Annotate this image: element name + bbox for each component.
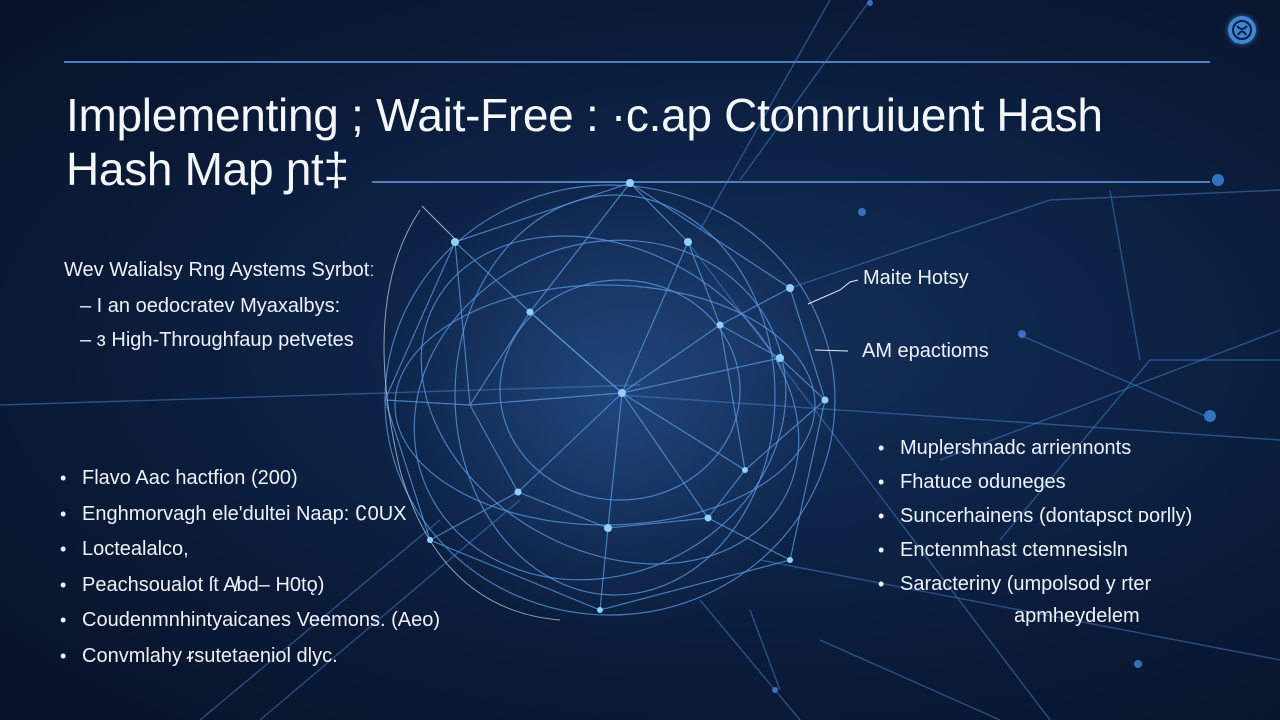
list-item: Fhatuce oduneges [878,470,1192,494]
intro-item-2: – ɜ High-Throughfaup petvetes [80,329,354,351]
list-item: Coudenmnhintyaicanes Veemons. (Aeo) [60,608,440,632]
list-item: Suncerhainens (dontapsct ᴅorlly) [878,504,1192,528]
list-item: Muplershnadc arriennonts [878,436,1192,460]
list-item: Loctealalco, [60,537,440,561]
list-item: Saracteriny (umpolsod y rter [878,572,1192,596]
list-item: Enghmorvagh ele'dultei Naap: ∁0UX [60,502,440,526]
left-bullet-list: Flavo Aac hactfion (200) Enghmorvagh ele… [60,466,440,679]
callout-top: Maite Hotsy [863,267,969,289]
list-item: Peachsoualot ſt A̸bd– H0tǫ) [60,573,440,597]
list-item: Enctenmhast ctemnesisln [878,538,1192,562]
slide-title-line-1: Implementing ; Wait-Free : ·c.ap Ctonnru… [66,89,1103,141]
intro-heading: Wev Walialsy Rng Aystems Syrbotː [64,259,375,281]
intro-item-1: – I an oedocratev Myaxalbys: [80,295,341,317]
globe-logo-icon [1228,16,1256,44]
slide-title: Implementing ; Wait-Free : ·c.ap Ctonnru… [66,88,1216,196]
list-item: Convmlahy ᵲsutetaeniol dlyc. [60,644,440,668]
callout-middle: AM epactioms [862,340,989,362]
right-list-continuation: apmheydelem [1014,605,1140,627]
right-bullet-list: Muplershnadc arriennonts Fhatuce odunege… [878,436,1192,606]
slide-title-line-2: Hash Map ɲt‡ [66,143,349,195]
list-item: Flavo Aac hactfion (200) [60,466,440,490]
